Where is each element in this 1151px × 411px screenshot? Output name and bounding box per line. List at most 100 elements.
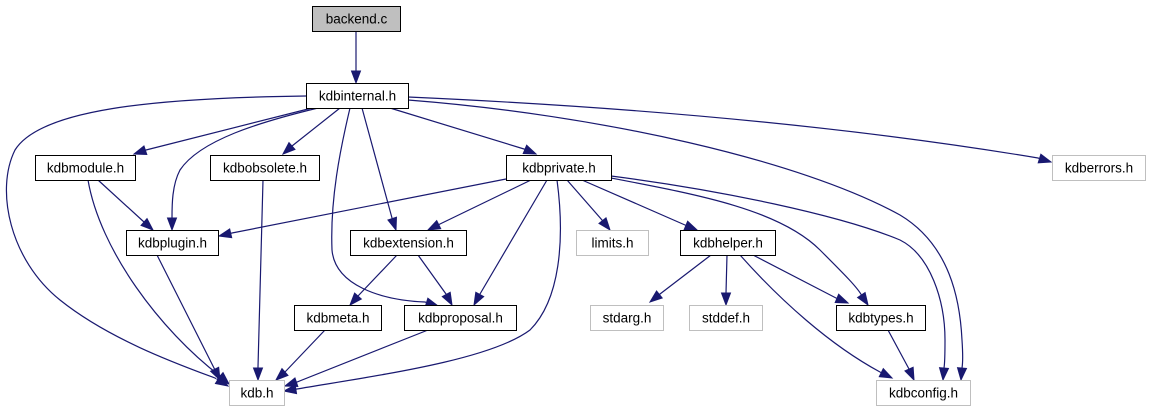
node-box [210, 155, 320, 181]
edge-line [581, 179, 687, 227]
node-label: kdbtypes.h [848, 311, 913, 326]
edge-kdbhelper-h-to-stddef-h [720, 254, 732, 307]
edge-line [356, 254, 398, 298]
node-label: kdbproposal.h [418, 311, 503, 326]
node-label: limits.h [591, 236, 633, 251]
arrowhead-icon [166, 217, 178, 232]
edge-kdbprivate-h-to-limits-h [566, 179, 611, 232]
node-kdbmeta-h[interactable]: kdbmeta.h [294, 305, 382, 331]
edge-kdbmodule-h-to-kdbplugin-h [97, 179, 155, 231]
edges-layer [5, 31, 1053, 395]
node-label: kdbobsolete.h [223, 161, 307, 176]
arrowhead-icon [281, 141, 296, 155]
arrowhead-icon [209, 366, 221, 382]
node-box [506, 155, 612, 181]
edge-line [658, 254, 712, 296]
edge-kdbinternal-h-to-kdbplugin-h [166, 107, 319, 232]
arrowhead-icon [648, 290, 664, 303]
edge-line [610, 177, 864, 298]
node-kdbextension-h[interactable]: kdbextension.h [350, 230, 467, 256]
edge-line [290, 107, 341, 148]
edge-kdbextension-h-to-kdbmeta-h [349, 254, 398, 307]
edge-line [156, 254, 216, 370]
node-label: kdb.h [240, 386, 273, 401]
node-label: kdbextension.h [363, 236, 454, 251]
edge-line [257, 179, 264, 369]
arrowhead-icon [132, 145, 148, 156]
edge-line [725, 254, 728, 295]
edge-kdbobsolete-h-to-kdb-h [252, 179, 264, 382]
node-box [680, 230, 776, 256]
node-box [576, 230, 649, 256]
node-box [306, 83, 409, 109]
nodes-layer: backend.c kdbinternal.h kdbmodule.h kdbobso… [35, 6, 1146, 406]
arrowhead-icon [441, 291, 453, 307]
edge-kdbmodule-h-to-kdb-h [87, 179, 231, 385]
node-box [312, 6, 401, 32]
edge-kdbinternal-h-to-kdberrors-h [407, 96, 1053, 164]
node-box [350, 230, 467, 256]
node-box [35, 155, 136, 181]
edge-backend-c-to-kdbinternal-h [350, 31, 362, 85]
arrowhead-icon [834, 293, 850, 304]
edge-kdbprivate-h-to-kdbhelper-h [581, 179, 699, 231]
edge-line [5, 95, 307, 380]
arrowhead-icon [140, 217, 155, 231]
edge-line [87, 179, 222, 378]
node-box [294, 305, 382, 331]
node-box [1052, 155, 1146, 181]
edge-kdbhelper-h-to-kdbconfig-h [739, 254, 894, 379]
node-label: kdbinternal.h [319, 89, 396, 104]
node-limits-h: limits.h [576, 230, 649, 256]
edge-line [171, 107, 319, 220]
arrowhead-icon [1037, 153, 1053, 164]
edge-line [295, 179, 561, 390]
edge-kdbinternal-h-to-kdbextension-h [361, 107, 398, 232]
node-kdbplugin-h[interactable]: kdbplugin.h [126, 230, 219, 256]
edge-kdbmeta-h-to-kdb-h [274, 329, 326, 381]
node-label: kdbconfig.h [889, 386, 958, 401]
node-kdbtypes-h[interactable]: kdbtypes.h [836, 305, 926, 331]
arrowhead-icon [683, 220, 699, 231]
arrowhead-icon [878, 367, 894, 379]
edge-line [389, 107, 526, 151]
node-kdbmodule-h[interactable]: kdbmodule.h [35, 155, 136, 181]
node-label: kdbmodule.h [47, 161, 124, 176]
edge-line [331, 107, 427, 303]
edge-kdbproposal-h-to-kdb-h [283, 329, 429, 388]
edge-kdbextension-h-to-kdbproposal-h [417, 254, 453, 307]
node-stddef-h: stddef.h [689, 305, 763, 331]
node-kdbobsolete-h[interactable]: kdbobsolete.h [210, 155, 320, 181]
node-kdbproposal-h[interactable]: kdbproposal.h [404, 305, 517, 331]
arrowhead-icon [350, 70, 362, 85]
edge-line [283, 329, 326, 374]
node-label: kdberrors.h [1065, 161, 1133, 176]
arrowhead-icon [283, 377, 299, 388]
node-backend-c: backend.c [312, 6, 401, 32]
edge-kdbprivate-h-to-kdb-h [282, 179, 561, 395]
arrowhead-icon [426, 219, 442, 231]
arrowhead-icon [720, 292, 732, 307]
node-label: backend.c [326, 12, 388, 27]
arrowhead-icon [598, 216, 611, 232]
edge-line [752, 254, 838, 300]
arrowhead-icon [904, 366, 915, 382]
edge-line [417, 254, 448, 296]
arrowhead-icon [387, 216, 398, 232]
node-kdbhelper-h[interactable]: kdbhelper.h [680, 230, 776, 256]
node-box [229, 380, 285, 406]
node-kdbinternal-h[interactable]: kdbinternal.h [306, 83, 409, 109]
edge-kdbprivate-h-to-kdbtypes-h [610, 177, 869, 307]
edge-line [887, 329, 911, 371]
edge-kdbhelper-h-to-stdarg-h [648, 254, 712, 303]
node-box [876, 380, 971, 406]
node-kdbprivate-h[interactable]: kdbprivate.h [506, 155, 612, 181]
node-box [689, 305, 763, 331]
arrowhead-icon [522, 144, 538, 155]
edge-line [407, 99, 964, 370]
node-kdb-h: kdb.h [229, 380, 285, 406]
edge-line [230, 178, 507, 234]
node-stdarg-h: stdarg.h [590, 305, 664, 331]
node-box [590, 305, 664, 331]
